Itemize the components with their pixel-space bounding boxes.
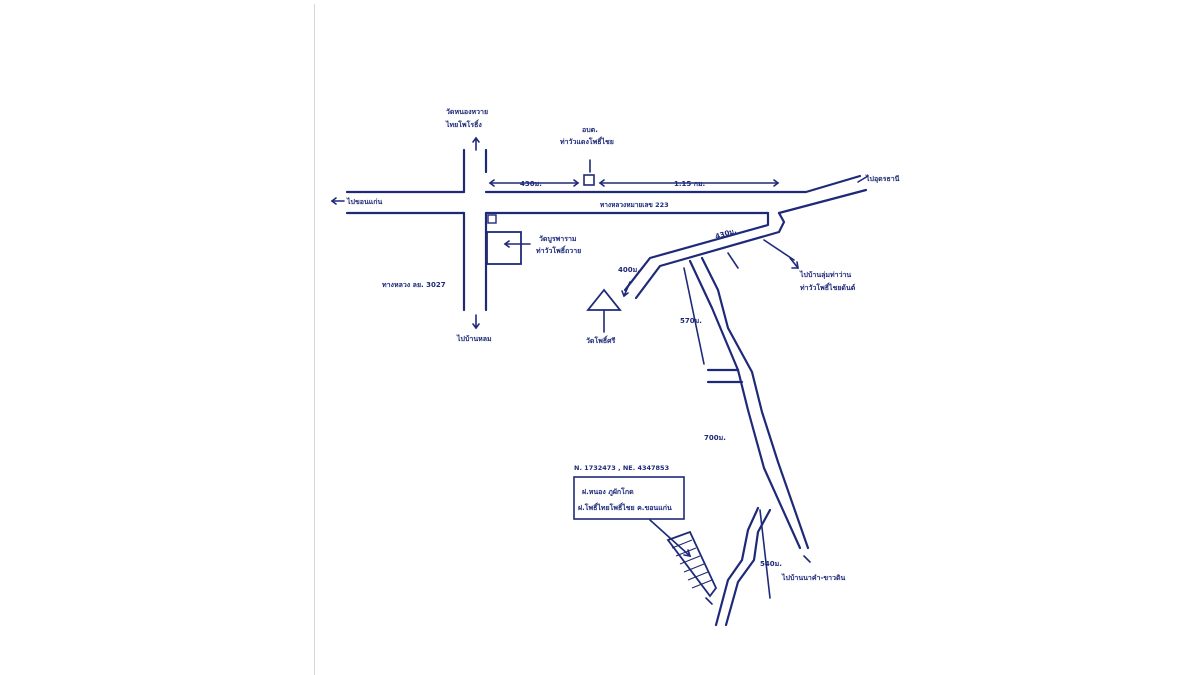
site-box-label-2: ฝ.โพธิ์ไทยโพธิ์ไชย ค.ขอนแก่น xyxy=(578,502,672,512)
triangle-temple-marker xyxy=(586,288,622,311)
village-road xyxy=(683,256,810,627)
school-label-2: ท่าวัวโพธิ์ถวาย xyxy=(536,245,581,255)
school-small-marker xyxy=(487,214,497,224)
school-marker xyxy=(486,231,522,265)
rural-road-label: ทางหลวง ลย. 3027 xyxy=(382,281,446,289)
rural-road-3027 xyxy=(462,148,488,312)
dot-office-marker xyxy=(583,174,595,186)
to-bottom-right-label: ไปบ้านนาคำ-ขาวดิน xyxy=(781,573,846,582)
to-left-label: ไปขอนแก่น xyxy=(346,197,382,206)
temple-top-label-2: ไทยโพโรธิ์ง xyxy=(445,119,482,129)
site-box xyxy=(573,476,685,520)
project-site-area xyxy=(666,530,718,598)
to-right-label: ไปอุดรธานี xyxy=(865,174,900,183)
left-spur-dist-label: 400ม. xyxy=(618,266,640,274)
dot-office-label-1: อบต. xyxy=(582,126,598,134)
to-bottom-label: ไปบ้านหลม xyxy=(456,334,492,343)
school-label-1: วัดบูรพาราม xyxy=(539,235,577,244)
seg-700-label: 700ม. xyxy=(704,434,726,442)
branch-road xyxy=(623,211,795,300)
coords-label: N. 1732473 , NE. 4347853 xyxy=(574,464,669,472)
village-right-label-1: ไปบ้านลุ่มท่าว่าน xyxy=(799,270,851,279)
site-box-label-1: ฝ.หนอง ภูผักโกด xyxy=(582,487,634,497)
dot-office-label-2: ท่าวัวแดงโพธิ์ไชย xyxy=(560,136,614,146)
seg-570-label: 570ม. xyxy=(680,317,702,325)
dist-115km-label: 1.15 กม. xyxy=(674,180,705,188)
village-right-label-2: ท่าวัวโพธิ์ไชยด้นต์ xyxy=(800,282,856,292)
temple-top-label-1: วัดหนองหวาย xyxy=(446,108,488,116)
arrows xyxy=(330,136,869,605)
dist-430-label: 430ม. xyxy=(520,180,542,188)
page-divider xyxy=(314,4,315,675)
seg-540-label: 540ม. xyxy=(760,560,782,568)
branch-dist-label: 430ม. xyxy=(714,227,737,241)
highway-label: ทางหลวงหมายเลข 223 xyxy=(600,201,669,209)
triangle-temple-label: วัดโพธิ์ศรี xyxy=(586,335,616,345)
main-highway xyxy=(345,174,868,215)
